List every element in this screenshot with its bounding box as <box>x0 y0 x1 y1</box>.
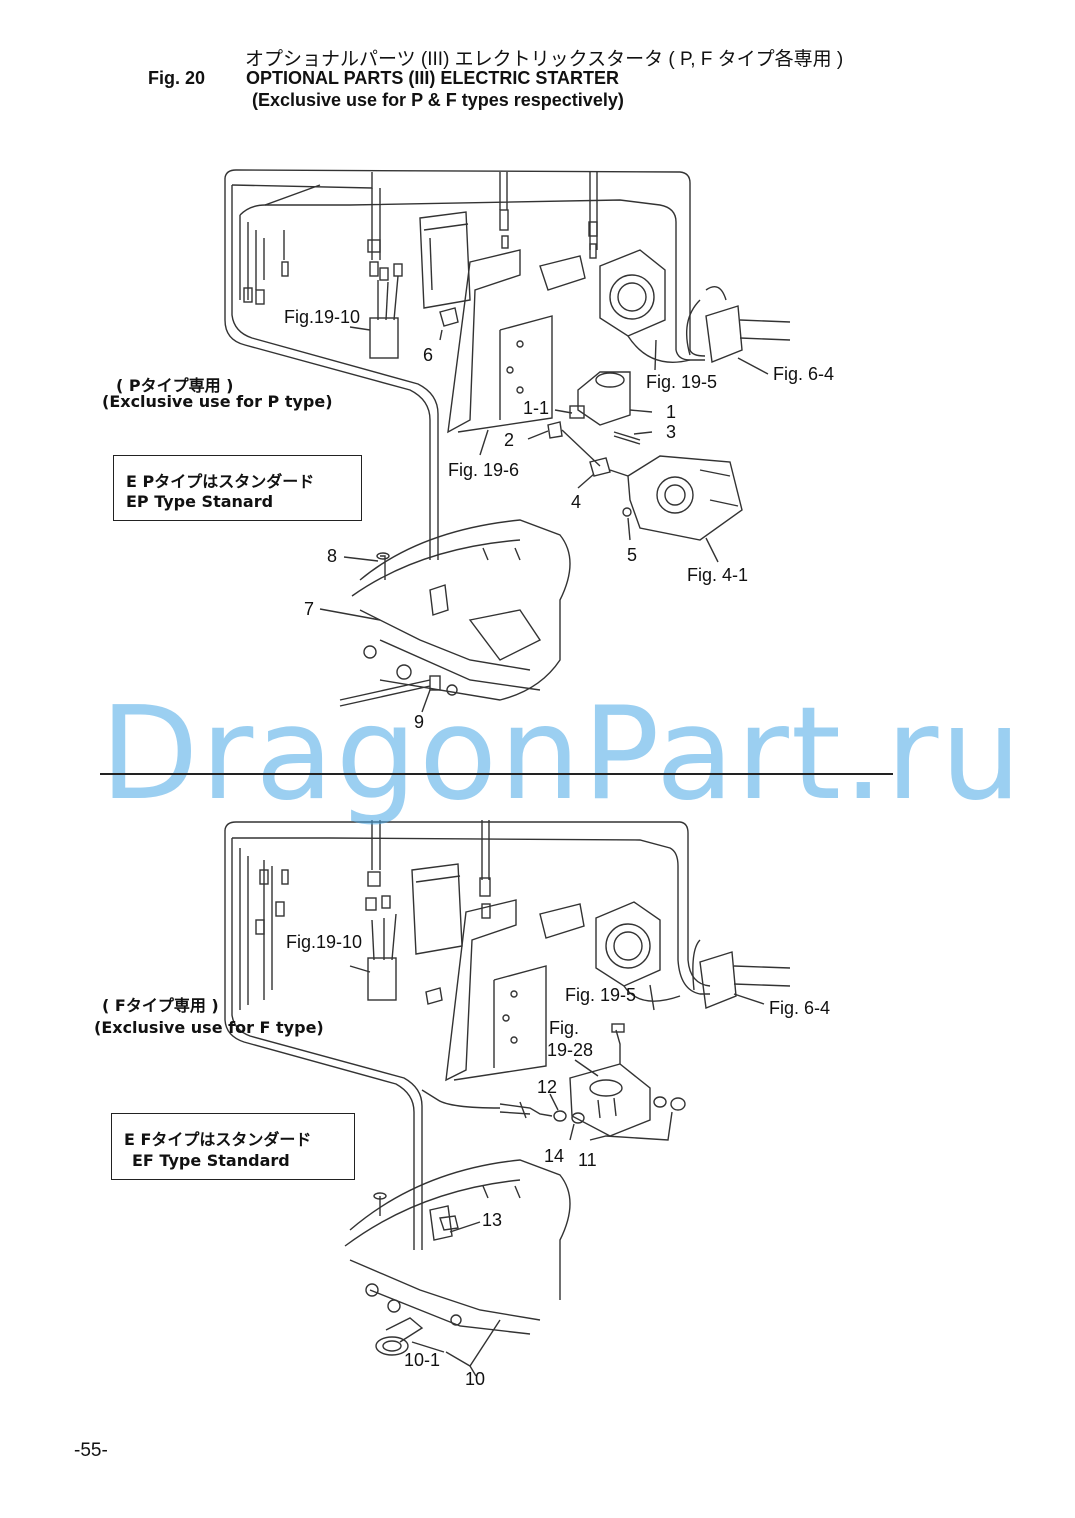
top-solenoid <box>547 371 641 467</box>
bottom-note-line-jp: E Fタイプはスタンダード <box>124 1130 312 1149</box>
bottom-leader-lines <box>349 965 765 1377</box>
bottom-callout: 19-28 <box>547 1040 594 1060</box>
bottom-callout: 11 <box>578 1150 597 1170</box>
bottom-type-label-jp: ( Fタイプ専用 ) <box>102 996 219 1015</box>
top-leader-lines <box>319 326 769 713</box>
top-bracket <box>439 249 586 434</box>
top-callout: Fig. 4-1 <box>687 565 749 585</box>
bottom-callout: 14 <box>544 1146 565 1166</box>
bottom-callout: 12 <box>537 1077 558 1097</box>
figure-number: Fig. 20 <box>148 68 206 88</box>
bottom-callout: Fig. <box>549 1018 580 1038</box>
bottom-rectifier <box>367 863 463 1001</box>
top-callout: Fig. 19-5 <box>646 372 718 392</box>
top-callout: 5 <box>627 545 638 565</box>
top-rectifier <box>369 211 471 359</box>
bottom-callout: Fig. 6-4 <box>769 998 831 1018</box>
top-type-label-en: (Exclusive use for P type) <box>102 392 333 411</box>
top-cowl <box>339 519 571 707</box>
top-callout: 3 <box>666 422 677 442</box>
top-callout: Fig.19-10 <box>284 307 361 327</box>
bottom-starter-relay <box>595 901 681 1002</box>
bottom-callout: Fig.19-10 <box>286 932 363 952</box>
bottom-note-line-en: EF Type Standard <box>132 1151 290 1170</box>
top-callout: Fig. 6-4 <box>773 364 835 384</box>
title-japanese: オプショナルパーツ (III) エレクトリックスタータ ( P, F タイプ各専… <box>245 49 844 70</box>
bottom-connectors <box>255 869 491 935</box>
bottom-callout: Fig. 19-5 <box>565 985 637 1005</box>
bottom-starter-switch <box>692 939 791 1009</box>
bottom-note-box: E Fタイプはスタンダード EF Type Standard <box>111 1113 355 1180</box>
bottom-bracket <box>425 899 585 1082</box>
title-english: OPTIONAL PARTS (III) ELECTRIC STARTER <box>246 68 619 88</box>
top-note-box: E Pタイプはスタンダード EP Type Stanard <box>113 455 362 521</box>
top-note-line-jp: E Pタイプはスタンダード <box>126 472 315 491</box>
subtitle-english: (Exclusive use for P & F types respectiv… <box>252 90 624 110</box>
top-callout: 7 <box>304 599 315 619</box>
top-callout: 6 <box>423 345 434 365</box>
bottom-switch-mount <box>499 1023 686 1137</box>
top-callout: Fig. 19-6 <box>448 460 520 480</box>
bottom-type-label-en: (Exclusive use for F type) <box>94 1018 324 1037</box>
top-type-label-jp: ( Pタイプ専用 ) <box>116 376 234 395</box>
top-starter-relay <box>599 249 691 363</box>
top-callout: 9 <box>414 712 425 732</box>
top-connectors <box>243 209 598 305</box>
bottom-callout: 10-1 <box>404 1350 441 1370</box>
top-callout: 8 <box>327 546 338 566</box>
section-divider <box>100 773 893 775</box>
bottom-callout: 10 <box>465 1369 486 1389</box>
top-callout: 2 <box>504 430 515 450</box>
page-number: -55- <box>74 1440 108 1461</box>
top-callout: 1 <box>666 402 677 422</box>
top-note-line-en: EP Type Stanard <box>126 492 274 511</box>
top-starter-switch <box>686 286 791 363</box>
bottom-callout: 13 <box>482 1210 503 1230</box>
top-callout: 4 <box>571 492 582 512</box>
top-carburetor <box>589 455 743 541</box>
watermark-text: DragonPart.ru <box>100 680 1024 829</box>
bottom-wire-harness <box>224 820 711 1250</box>
top-wire-harness <box>224 169 706 560</box>
top-callout: 1-1 <box>523 398 550 418</box>
bottom-cowl <box>344 1159 571 1356</box>
